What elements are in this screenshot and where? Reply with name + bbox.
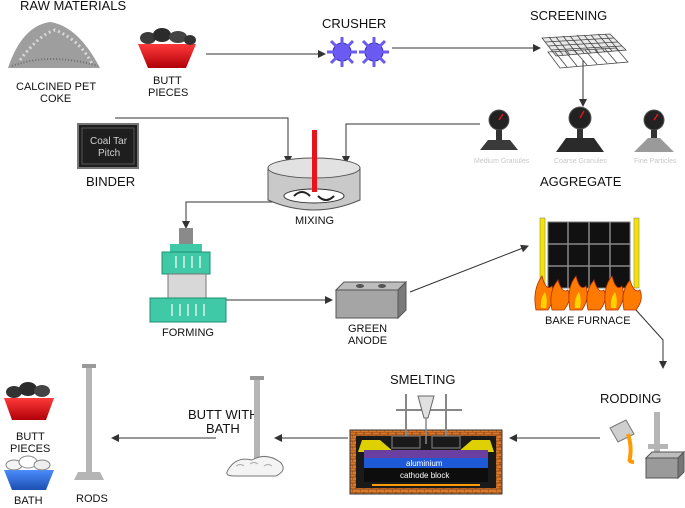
calcined-label-line2: COKE	[40, 93, 71, 105]
rodding-label: RODDING	[600, 391, 661, 406]
screening-label: SCREENING	[530, 8, 607, 23]
arrow-binder-to-mixer	[115, 117, 292, 164]
forming-press	[149, 228, 227, 323]
bake-furnace-label: BAKE FURNACE	[545, 315, 631, 327]
aluminium-label: aluminium	[406, 459, 443, 468]
pitch-label-line1: Coal Tar	[90, 136, 128, 147]
scale-1-label: Medium Granules	[474, 158, 530, 165]
mixing-label: MIXING	[295, 215, 334, 227]
aggregate-scales	[480, 106, 674, 152]
rodding-station	[609, 412, 685, 480]
binder-label: BINDER	[86, 174, 135, 189]
aggregate-label: AGGREGATE	[540, 174, 622, 189]
raw-materials-heading: RAW MATERIALS	[20, 0, 127, 13]
scale-3-label: Fine Particles	[634, 158, 677, 165]
butt-pieces2-label-line1: BUTT	[16, 431, 45, 443]
smelting-cell	[349, 394, 503, 495]
furnace-flames	[534, 275, 642, 311]
butt-pieces2-label-line2: PIECES	[10, 443, 50, 455]
forming-label: FORMING	[162, 327, 214, 339]
mixer-vessel	[267, 130, 361, 211]
crusher-label: CRUSHER	[322, 16, 386, 31]
cathode-block-label: cathode block	[400, 471, 450, 480]
bath-label: BATH	[14, 495, 43, 507]
arrow-aggregate-to-mixer	[342, 123, 480, 164]
scale-medium	[480, 109, 518, 150]
screening-mesh	[541, 33, 629, 69]
flow-arrows	[111, 44, 667, 442]
butt-with-bath-label-line1: BUTT WITH	[188, 407, 259, 422]
crusher-gears	[327, 37, 389, 67]
arrow-mixer-to-forming	[182, 201, 284, 229]
green-anode-label-line2: ANODE	[348, 335, 387, 347]
scale-coarse	[556, 106, 604, 152]
green-anode-label-line1: GREEN	[348, 323, 387, 335]
smelting-label: SMELTING	[390, 372, 456, 387]
butt-pieces-bucket	[138, 28, 196, 68]
rod-assembly	[74, 364, 104, 480]
butt-pieces-label-line1: BUTT	[153, 75, 182, 87]
butt-with-bath-assembly	[226, 376, 284, 477]
bake-furnace	[534, 217, 642, 311]
rods-label: RODS	[76, 493, 108, 505]
calcined-label-line1: CALCINED PET	[16, 81, 96, 93]
scale-fine	[634, 109, 674, 152]
butt-with-bath-label-line2: BATH	[206, 421, 240, 436]
butt-pieces-bucket-recycle	[4, 382, 54, 420]
arrow-furnace-to-rodding	[635, 309, 667, 369]
pitch-label-line2: Pitch	[98, 148, 120, 159]
arrow-green-anode-to-furnace	[409, 244, 529, 293]
scale-2-label: Coarse Granules	[554, 158, 607, 165]
coal-tar-pitch-box	[77, 123, 139, 169]
calcined-pet-coke-pile	[8, 22, 100, 68]
bath-bucket	[4, 455, 54, 490]
green-anode-block	[334, 280, 408, 320]
butt-pieces-label-line2: PIECES	[148, 87, 188, 99]
